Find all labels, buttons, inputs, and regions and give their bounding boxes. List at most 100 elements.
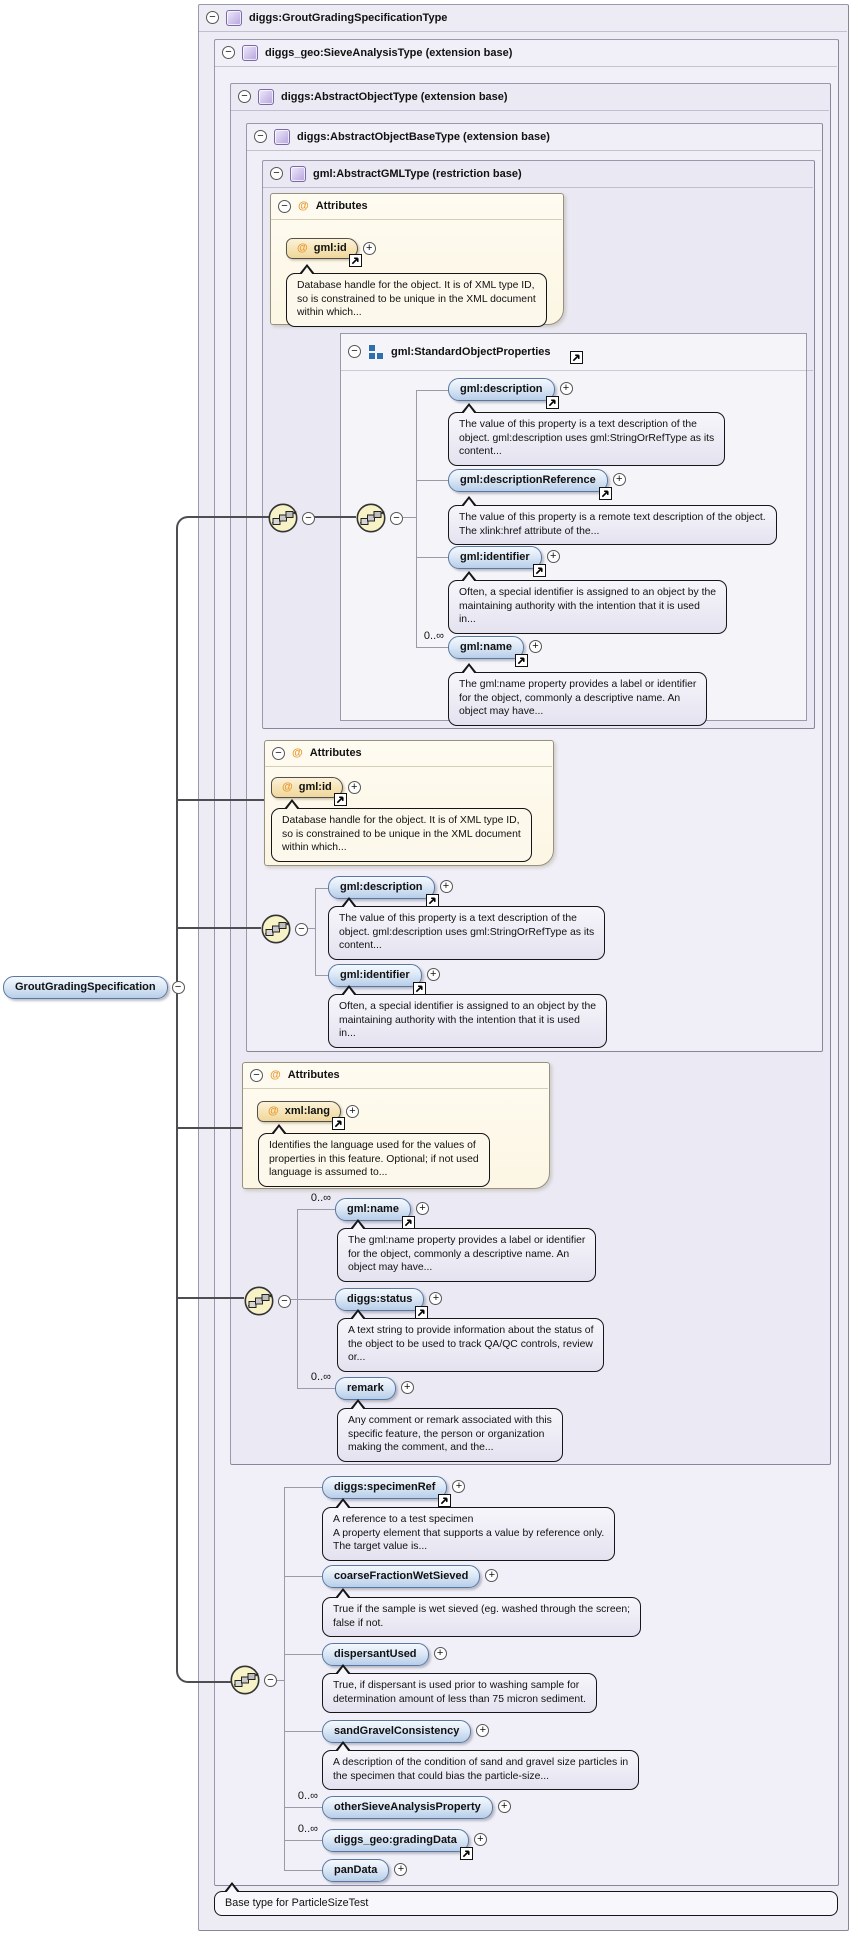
attributes-header-3[interactable]: @ Attributes [242, 1062, 548, 1089]
link-icon[interactable] [348, 254, 362, 267]
element-gml-name[interactable]: gml:name [335, 1198, 415, 1229]
expand-icon[interactable] [347, 781, 361, 794]
element-gml-name-row: gml:name [335, 1198, 429, 1229]
element-gml-identifier[interactable]: gml:identifier [448, 546, 546, 577]
branch-line [416, 557, 448, 558]
element-dispersant-used[interactable]: dispersantUsed [322, 1643, 429, 1666]
sequence-icon-3[interactable] [261, 914, 308, 944]
link-icon[interactable] [545, 396, 559, 409]
sequence-icon-2[interactable] [356, 503, 403, 533]
expand-icon[interactable] [394, 1863, 408, 1876]
element-diggs-status[interactable]: diggs:status [335, 1288, 429, 1319]
expand-icon[interactable] [452, 1480, 466, 1493]
occurrence-label: 0..∞ [297, 1790, 318, 1802]
type-label: diggs:AbstractObjectBaseType (extension … [297, 130, 550, 143]
expand-icon[interactable] [559, 382, 573, 395]
collapse-icon[interactable] [222, 46, 235, 59]
element-gml-name[interactable]: gml:name [448, 636, 528, 667]
type-label: diggs_geo:SieveAnalysisType (extension b… [265, 46, 513, 59]
link-icon[interactable] [331, 1117, 345, 1130]
expand-icon[interactable] [362, 242, 376, 255]
header-standard-object-properties[interactable]: gml:StandardObjectProperties [340, 333, 813, 371]
expand-icon[interactable] [485, 1569, 499, 1582]
attributes-header-2[interactable]: @ Attributes [264, 740, 552, 767]
branch-line [284, 1870, 322, 1871]
collapse-icon[interactable] [250, 1068, 263, 1082]
element-name: gml:name [460, 641, 512, 653]
link-icon[interactable] [569, 351, 583, 364]
expand-icon[interactable] [528, 640, 542, 653]
link-icon[interactable] [514, 654, 528, 667]
doc-dispersant-used: True, if dispersant is used prior to was… [322, 1664, 597, 1713]
element-other-sieve-analysis-property[interactable]: otherSieveAnalysisProperty [322, 1796, 493, 1819]
expand-icon[interactable] [415, 1202, 429, 1215]
branch-line [284, 1654, 322, 1655]
element-remark[interactable]: remark [335, 1377, 396, 1400]
attribute-gml-id[interactable]: @gml:id [286, 238, 362, 267]
element-remark-row: remark [335, 1377, 414, 1400]
collapse-icon[interactable] [390, 511, 403, 525]
element-gml-description[interactable]: gml:description [448, 378, 559, 409]
collapse-icon[interactable] [270, 167, 283, 180]
element-name: gml:identifier [460, 551, 530, 563]
attributes-label: Attributes [315, 200, 368, 212]
expand-icon[interactable] [345, 1105, 359, 1118]
element-diggs-specimen-ref[interactable]: diggs:specimenRef [322, 1476, 452, 1507]
element-gml-description-reference[interactable]: gml:descriptionReference [448, 469, 612, 500]
link-icon[interactable] [532, 564, 546, 577]
header-sieve-analysis-type[interactable]: diggs_geo:SieveAnalysisType (extension b… [214, 39, 837, 67]
element-gml-identifier-row: gml:identifier [328, 964, 440, 995]
doc-gml-name: The gml:name property provides a label o… [448, 663, 708, 726]
expand-icon[interactable] [429, 1292, 443, 1305]
element-pan-data[interactable]: panData [322, 1859, 390, 1882]
expand-icon[interactable] [546, 550, 560, 563]
expand-icon[interactable] [612, 473, 626, 486]
header-grout-grading-specification-type[interactable]: diggs:GroutGradingSpecificationType [198, 4, 847, 32]
collapse-icon[interactable] [264, 1673, 277, 1687]
collapse-icon[interactable] [254, 130, 267, 143]
expand-icon[interactable] [473, 1833, 487, 1846]
collapse-icon[interactable] [272, 746, 285, 760]
collapse-icon[interactable] [206, 11, 219, 24]
header-abstract-object-base-type[interactable]: diggs:AbstractObjectBaseType (extension … [246, 123, 821, 151]
attribute-gml-id[interactable]: @gml:id [271, 777, 347, 806]
element-name: diggs_geo:gradingData [334, 1834, 457, 1846]
link-icon[interactable] [415, 1306, 429, 1319]
element-gml-identifier[interactable]: gml:identifier [328, 964, 426, 995]
attributes-header-1[interactable]: @ Attributes [270, 193, 562, 220]
collapse-icon[interactable] [302, 511, 315, 525]
expand-icon[interactable] [439, 880, 453, 893]
collapse-icon[interactable] [278, 199, 291, 213]
connector-corner-bottom [176, 1666, 232, 1683]
element-gml-description[interactable]: gml:description [328, 876, 439, 907]
link-icon[interactable] [459, 1847, 473, 1860]
link-icon[interactable] [425, 894, 439, 907]
element-name: gml:descriptionReference [460, 474, 596, 486]
expand-icon[interactable] [476, 1724, 490, 1737]
sequence-icon-4[interactable] [244, 1286, 291, 1316]
element-diggs-geo-grading-data[interactable]: diggs_geo:gradingData [322, 1829, 473, 1860]
collapse-icon[interactable] [238, 90, 251, 103]
at-symbol: @ [297, 242, 308, 254]
header-abstract-object-type[interactable]: diggs:AbstractObjectType (extension base… [230, 83, 829, 111]
link-icon[interactable] [598, 487, 612, 500]
root-element-grout-grading-specification[interactable]: GroutGradingSpecification [3, 976, 168, 999]
collapse-icon[interactable] [295, 922, 308, 936]
element-name: gml:description [340, 881, 423, 893]
element-diggs-status-row: diggs:status [335, 1288, 443, 1319]
expand-icon[interactable] [433, 1647, 447, 1660]
collapse-icon[interactable] [278, 1294, 291, 1308]
collapse-icon[interactable] [348, 345, 361, 358]
link-icon[interactable] [438, 1494, 452, 1507]
expand-icon[interactable] [497, 1800, 511, 1813]
element-sand-gravel-consistency[interactable]: sandGravelConsistency [322, 1720, 472, 1743]
attribute-xml-lang[interactable]: @xml:lang [257, 1101, 345, 1130]
link-icon[interactable] [333, 793, 347, 806]
expand-icon[interactable] [426, 968, 440, 981]
expand-icon[interactable] [400, 1381, 414, 1394]
element-coarse-fraction-wet-sieved[interactable]: coarseFractionWetSieved [322, 1565, 481, 1588]
sequence-icon-5[interactable] [230, 1665, 277, 1695]
header-abstract-gml-type[interactable]: gml:AbstractGMLType (restriction base) [262, 160, 813, 188]
sequence-icon-1[interactable] [268, 503, 315, 533]
collapse-icon[interactable] [171, 981, 185, 994]
